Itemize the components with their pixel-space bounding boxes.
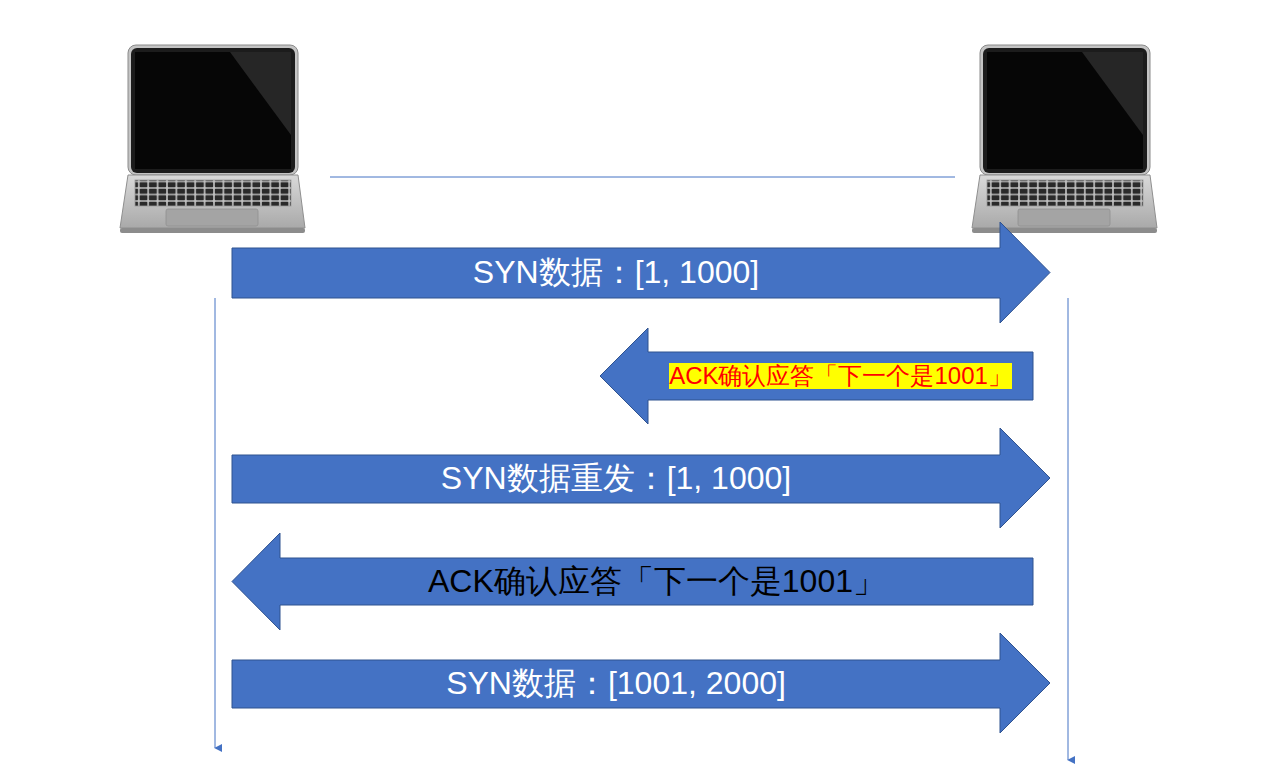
block-arrow: SYN数据：[1001, 2000] xyxy=(232,633,1050,733)
arrow-outline xyxy=(600,328,1033,424)
text-area: ACK确认应答「下一个是1001」 xyxy=(648,352,1033,400)
arrow-label: SYN数据：[1, 1000] xyxy=(473,255,759,290)
arrow-outline xyxy=(232,428,1050,528)
timeline xyxy=(1068,298,1069,760)
text-area: SYN数据：[1001, 2000] xyxy=(232,660,1000,708)
text-area: ACK确认应答「下一个是1001」 xyxy=(280,558,1033,605)
block-arrow: SYN数据：[1, 1000] xyxy=(232,222,1050,323)
block-arrow: ACK确认应答「下一个是1001」 xyxy=(232,533,1033,630)
timeline xyxy=(215,298,216,748)
arrow-outline xyxy=(232,222,1050,323)
arrow-outline xyxy=(232,633,1050,733)
text-area: SYN数据：[1, 1000] xyxy=(232,248,1000,298)
arrow-label: ACK确认应答「下一个是1001」 xyxy=(428,564,885,599)
arrow-label: SYN数据：[1001, 2000] xyxy=(446,666,786,701)
link-line xyxy=(330,177,955,178)
block-arrow: SYN数据重发：[1, 1000] xyxy=(232,428,1050,528)
arrow-label: ACK确认应答「下一个是1001」 xyxy=(669,363,1012,389)
text-area: SYN数据重发：[1, 1000] xyxy=(232,455,1000,503)
block-arrow: ACK确认应答「下一个是1001」 xyxy=(600,328,1033,424)
arrow-label: SYN数据重发：[1, 1000] xyxy=(441,461,791,496)
laptop-icon xyxy=(120,45,305,233)
laptop-icon xyxy=(972,45,1157,233)
arrow-outline xyxy=(232,533,1033,630)
